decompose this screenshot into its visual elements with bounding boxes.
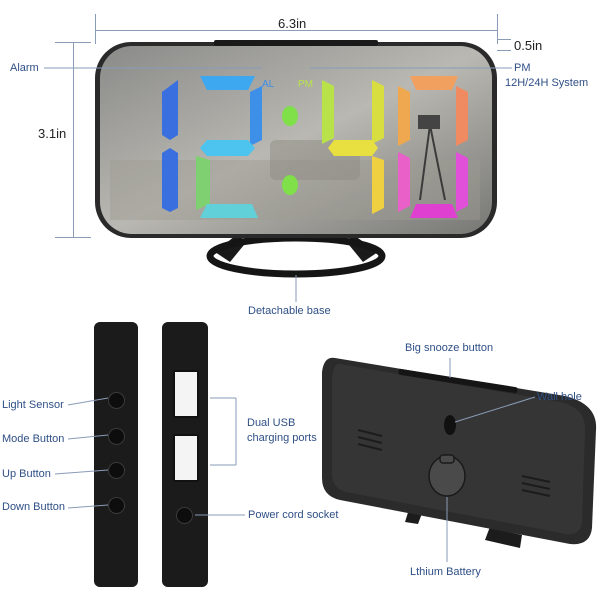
al-indicator: AL [262, 79, 275, 90]
height-label: 3.1in [38, 126, 67, 141]
digit1-upper-segment [162, 80, 178, 140]
up-button-label: Up Button [2, 468, 51, 480]
wall-hole [444, 415, 456, 435]
digit4-upper-left-segment [398, 86, 410, 146]
side-view-ports [162, 322, 208, 587]
colon-top-dot [282, 106, 298, 126]
width-tick-left [95, 14, 96, 44]
digit3-lower-right-segment [372, 156, 384, 214]
light-sensor-hole [108, 392, 125, 409]
digit4-top-segment [410, 76, 458, 90]
digit2-middle-segment [200, 140, 255, 156]
snooze-button-bar [398, 368, 518, 394]
usb-label-line2: charging ports [247, 432, 317, 444]
usb-port-top [173, 370, 199, 418]
usb-port-bottom [173, 434, 199, 482]
mode-button-label: Mode Button [2, 433, 65, 445]
speaker-grille-left [357, 429, 383, 451]
digit2-lower-left-segment [196, 156, 210, 210]
digit4-upper-right-segment [456, 86, 468, 146]
system-label: 12H/24H System [505, 77, 589, 89]
digit3-upper-left-segment [322, 80, 334, 144]
down-button[interactable] [108, 497, 125, 514]
height-tick-top [55, 42, 91, 43]
clock-top-bar [214, 40, 378, 46]
back-panel-inner [332, 363, 586, 535]
up-button[interactable] [108, 462, 125, 479]
pm-label: PM [514, 62, 531, 74]
digit2-bottom-segment [200, 204, 258, 218]
usb-label-line1: Dual USB [247, 417, 296, 429]
depth-tick-bottom [497, 50, 511, 51]
width-tick-right [497, 14, 498, 44]
digit2-top-segment [200, 76, 255, 90]
width-label: 6.3in [278, 16, 307, 31]
depth-tick-top [497, 39, 511, 40]
digit4-lower-left-segment [398, 152, 410, 212]
base-label: Detachable base [248, 305, 331, 317]
digit2-upper-right-segment [250, 86, 262, 146]
down-button-label: Down Button [2, 501, 65, 513]
side-view-buttons [94, 322, 138, 587]
speaker-grille-right [521, 475, 551, 497]
battery-label: Lthium Battery [410, 566, 481, 578]
alarm-label: Alarm [10, 62, 39, 74]
digit4-bottom-segment [410, 204, 458, 218]
wall-hole-label: Wall hole [537, 391, 582, 403]
back-leg-right [485, 500, 522, 548]
colon-bottom-dot [282, 175, 298, 195]
height-dimension-line [73, 42, 74, 237]
height-tick-bottom [55, 237, 91, 238]
depth-label: 0.5in [514, 38, 543, 53]
pm-indicator: PM [298, 79, 313, 90]
digit4-lower-right-segment [456, 152, 468, 212]
digit1-lower-segment [162, 148, 178, 212]
light-sensor-label: Light Sensor [2, 399, 64, 411]
snooze-label: Big snooze button [405, 342, 494, 354]
power-socket-hole [176, 507, 193, 524]
width-dimension-line [95, 30, 497, 31]
digit3-middle-segment [328, 140, 378, 156]
mode-button[interactable] [108, 428, 125, 445]
digit3-upper-right-segment [372, 80, 384, 144]
power-socket-label: Power cord socket [248, 509, 339, 521]
